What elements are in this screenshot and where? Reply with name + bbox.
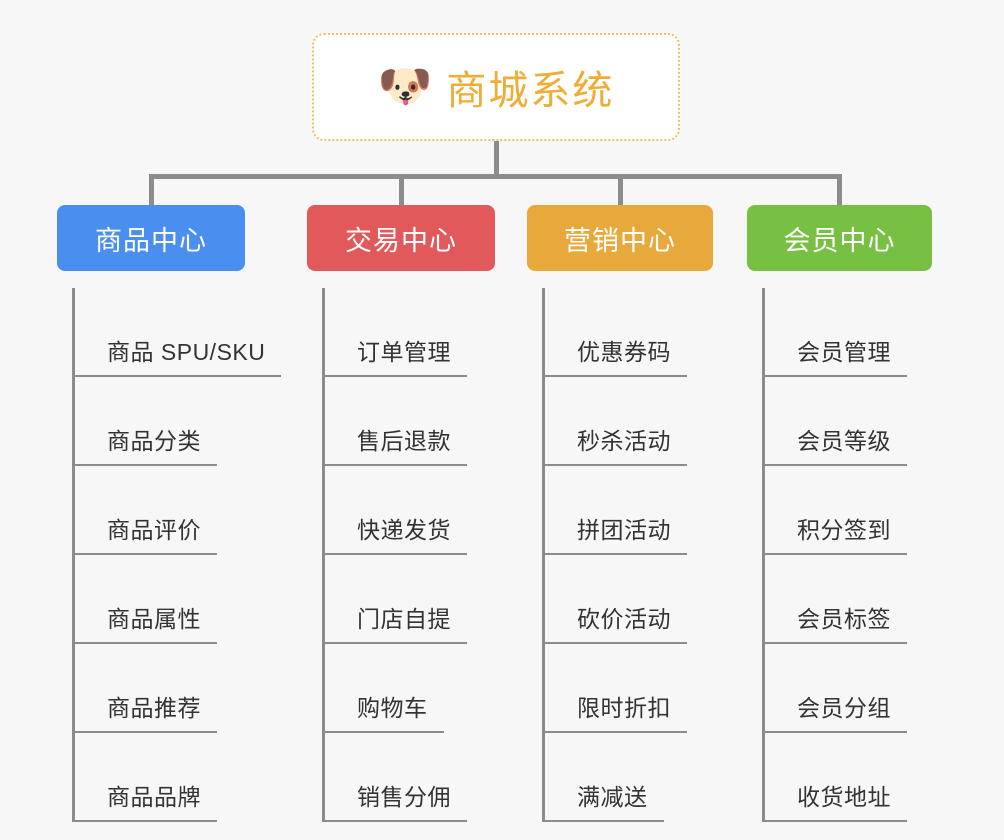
item-label: 销售分佣 [357, 784, 451, 810]
list-item[interactable]: 订单管理 [325, 288, 495, 377]
item-underline: 订单管理 [325, 333, 467, 377]
category-items-huiyuan: 会员管理 会员等级 积分签到 会员标签 会员分组 [762, 288, 932, 822]
item-label: 砍价活动 [577, 606, 671, 632]
item-label: 购物车 [357, 695, 428, 721]
item-label: 商品属性 [107, 606, 201, 632]
item-underline: 拼团活动 [545, 511, 687, 555]
list-item[interactable]: 拼团活动 [545, 466, 713, 555]
item-underline: 商品分类 [75, 422, 217, 466]
item-label: 收货地址 [797, 784, 891, 810]
item-underline: 收货地址 [765, 778, 907, 822]
category-label: 交易中心 [345, 225, 457, 256]
item-underline: 售后退款 [325, 422, 467, 466]
connector-drop-4 [837, 174, 842, 206]
category-header-yingxiao[interactable]: 营销中心 [527, 205, 713, 271]
item-underline: 积分签到 [765, 511, 907, 555]
item-underline: 会员管理 [765, 333, 907, 377]
item-underline: 商品评价 [75, 511, 217, 555]
list-item[interactable]: 优惠券码 [545, 288, 713, 377]
list-item[interactable]: 购物车 [325, 644, 495, 733]
list-item[interactable]: 商品推荐 [75, 644, 245, 733]
item-label: 订单管理 [357, 339, 451, 365]
item-underline: 优惠券码 [545, 333, 687, 377]
dog-face-icon: 🐶 [377, 62, 433, 111]
list-item[interactable]: 商品分类 [75, 377, 245, 466]
list-item[interactable]: 商品评价 [75, 466, 245, 555]
category-label: 营销中心 [564, 225, 676, 256]
item-label: 商品评价 [107, 517, 201, 543]
item-label: 拼团活动 [577, 517, 671, 543]
root-title: 商城系统 [446, 69, 615, 113]
list-item[interactable]: 商品品牌 [75, 733, 245, 822]
connector-horizontal-bus [149, 174, 842, 179]
category-header-huiyuan[interactable]: 会员中心 [747, 205, 932, 271]
category-header-shangpin[interactable]: 商品中心 [57, 205, 245, 271]
item-label: 商品推荐 [107, 695, 201, 721]
list-item[interactable]: 商品属性 [75, 555, 245, 644]
item-label: 门店自提 [357, 606, 451, 632]
item-label: 快递发货 [357, 517, 451, 543]
list-item[interactable]: 会员分组 [765, 644, 932, 733]
item-label: 会员管理 [797, 339, 891, 365]
item-underline: 快递发货 [325, 511, 467, 555]
list-item[interactable]: 门店自提 [325, 555, 495, 644]
item-underline: 会员分组 [765, 689, 907, 733]
item-underline: 限时折扣 [545, 689, 687, 733]
category-items-yingxiao: 优惠券码 秒杀活动 拼团活动 砍价活动 限时折扣 [542, 288, 713, 822]
list-item[interactable]: 会员等级 [765, 377, 932, 466]
list-item[interactable]: 快递发货 [325, 466, 495, 555]
item-underline: 会员等级 [765, 422, 907, 466]
item-label: 售后退款 [357, 428, 451, 454]
category-label: 商品中心 [95, 225, 207, 256]
root-node[interactable]: 🐶 商城系统 [312, 33, 680, 141]
list-item[interactable]: 售后退款 [325, 377, 495, 466]
item-label: 秒杀活动 [577, 428, 671, 454]
item-label: 会员标签 [797, 606, 891, 632]
item-label: 商品 SPU/SKU [107, 339, 266, 365]
item-underline: 商品属性 [75, 600, 217, 644]
category-header-jiaoyi[interactable]: 交易中心 [307, 205, 495, 271]
category-column-jiaoyi: 交易中心 订单管理 售后退款 快递发货 门店自提 [307, 205, 495, 822]
connector-drop-2 [399, 174, 404, 206]
category-label: 会员中心 [783, 225, 896, 256]
list-item[interactable]: 秒杀活动 [545, 377, 713, 466]
connector-drop-3 [618, 174, 623, 206]
item-underline: 砍价活动 [545, 600, 687, 644]
item-underline: 购物车 [325, 689, 444, 733]
list-item[interactable]: 会员管理 [765, 288, 932, 377]
category-column-yingxiao: 营销中心 优惠券码 秒杀活动 拼团活动 砍价活动 [527, 205, 713, 822]
item-underline: 商品 SPU/SKU [75, 333, 282, 377]
item-label: 会员等级 [797, 428, 891, 454]
connector-drop-1 [149, 174, 154, 206]
item-label: 限时折扣 [577, 695, 671, 721]
item-label: 会员分组 [797, 695, 891, 721]
item-label: 优惠券码 [577, 339, 671, 365]
connector-root-stem [494, 141, 499, 178]
list-item[interactable]: 收货地址 [765, 733, 932, 822]
item-underline: 满减送 [545, 778, 664, 822]
category-column-shangpin: 商品中心 商品 SPU/SKU 商品分类 商品评价 商品属性 [57, 205, 282, 822]
item-underline: 商品品牌 [75, 778, 217, 822]
list-item[interactable]: 会员标签 [765, 555, 932, 644]
list-item[interactable]: 限时折扣 [545, 644, 713, 733]
list-item[interactable]: 积分签到 [765, 466, 932, 555]
list-item[interactable]: 商品 SPU/SKU [75, 288, 282, 377]
item-underline: 会员标签 [765, 600, 907, 644]
item-underline: 秒杀活动 [545, 422, 687, 466]
item-underline: 商品推荐 [75, 689, 217, 733]
list-item[interactable]: 满减送 [545, 733, 713, 822]
item-underline: 门店自提 [325, 600, 467, 644]
category-items-jiaoyi: 订单管理 售后退款 快递发货 门店自提 购物车 [322, 288, 495, 822]
item-label: 满减送 [577, 784, 648, 810]
item-label: 商品分类 [107, 428, 201, 454]
item-label: 积分签到 [797, 517, 891, 543]
category-column-huiyuan: 会员中心 会员管理 会员等级 积分签到 会员标签 [747, 205, 932, 822]
list-item[interactable]: 销售分佣 [325, 733, 495, 822]
item-underline: 销售分佣 [325, 778, 467, 822]
category-items-shangpin: 商品 SPU/SKU 商品分类 商品评价 商品属性 商品推荐 [72, 288, 282, 822]
list-item[interactable]: 砍价活动 [545, 555, 713, 644]
item-label: 商品品牌 [107, 784, 201, 810]
